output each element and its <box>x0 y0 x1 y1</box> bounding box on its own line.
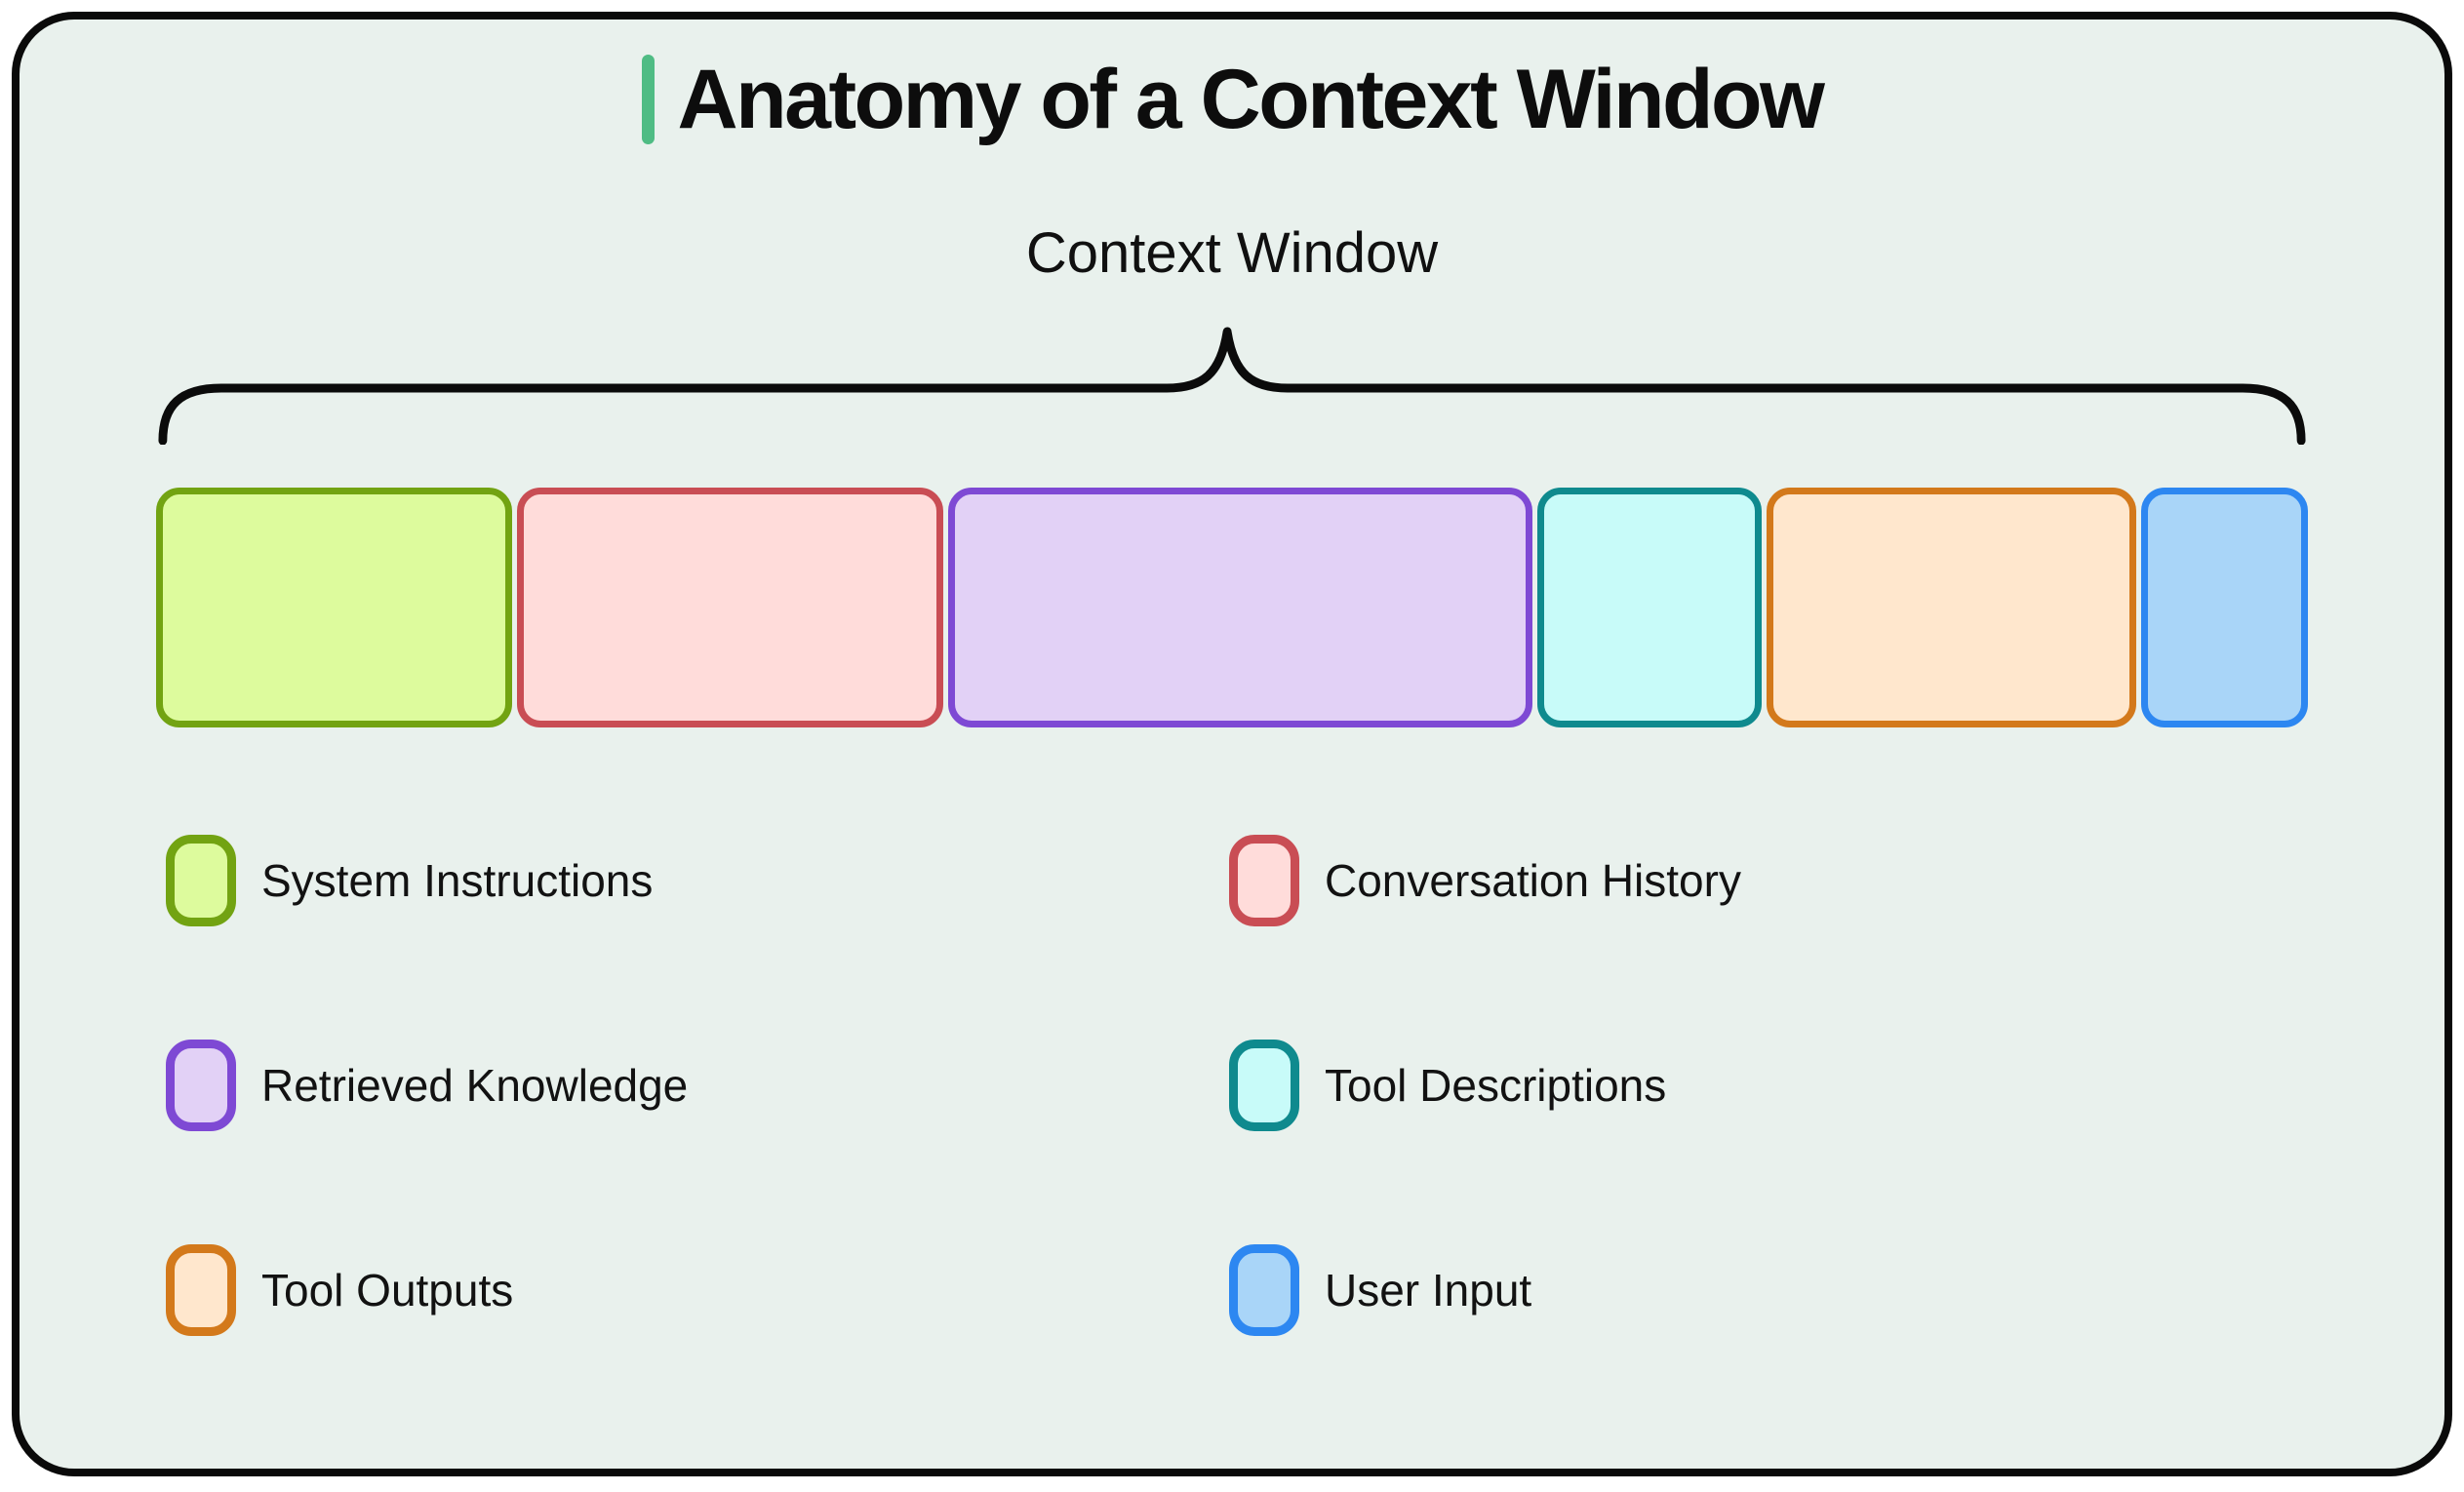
legend-item-conversation-history: Conversation History <box>1229 835 2444 926</box>
context-window-bar <box>156 488 2308 727</box>
legend-swatch-conversation-history <box>1229 835 1299 926</box>
legend-swatch-tool-outputs <box>166 1244 236 1336</box>
page: { "card": { "background": "#e9f1ed", "bo… <box>0 12 2464 1492</box>
segment-retrieved-knowledge <box>948 488 1532 727</box>
segment-tool-outputs <box>1767 488 2136 727</box>
legend-label: Retrieved Knowledge <box>261 1060 689 1111</box>
legend-label: Tool Descriptions <box>1325 1060 1667 1111</box>
legend-swatch-tool-descriptions <box>1229 1040 1299 1131</box>
segment-conversation-history <box>516 488 944 727</box>
legend-swatch-system-instructions <box>166 835 236 926</box>
page-title: Anatomy of a Context Window <box>677 52 1825 146</box>
legend-label: Tool Outputs <box>261 1265 514 1315</box>
legend-item-user-input: User Input <box>1229 1244 2444 1336</box>
context-window-label: Context Window <box>1025 221 1439 285</box>
legend-swatch-retrieved-knowledge <box>166 1040 236 1131</box>
legend-label: Conversation History <box>1325 855 1741 906</box>
legend-item-system-instructions: System Instructions <box>166 835 1229 926</box>
legend-item-tool-descriptions: Tool Descriptions <box>1229 1040 2444 1131</box>
legend-label: User Input <box>1325 1265 1532 1315</box>
segment-system-instructions <box>156 488 512 727</box>
title-accent-bar <box>641 55 655 144</box>
segment-tool-descriptions <box>1536 488 1763 727</box>
diagram-card: Anatomy of a Context Window Context Wind… <box>12 12 2452 1476</box>
legend-swatch-user-input <box>1229 1244 1299 1336</box>
title-row: Anatomy of a Context Window <box>20 51 2444 148</box>
legend-label: System Instructions <box>261 855 654 906</box>
curly-brace-icon <box>156 316 2308 445</box>
segment-user-input <box>2140 488 2308 727</box>
legend-item-tool-outputs: Tool Outputs <box>166 1244 1229 1336</box>
legend-item-retrieved-knowledge: Retrieved Knowledge <box>166 1040 1229 1131</box>
legend: System Instructions Conversation History… <box>20 835 2444 1336</box>
